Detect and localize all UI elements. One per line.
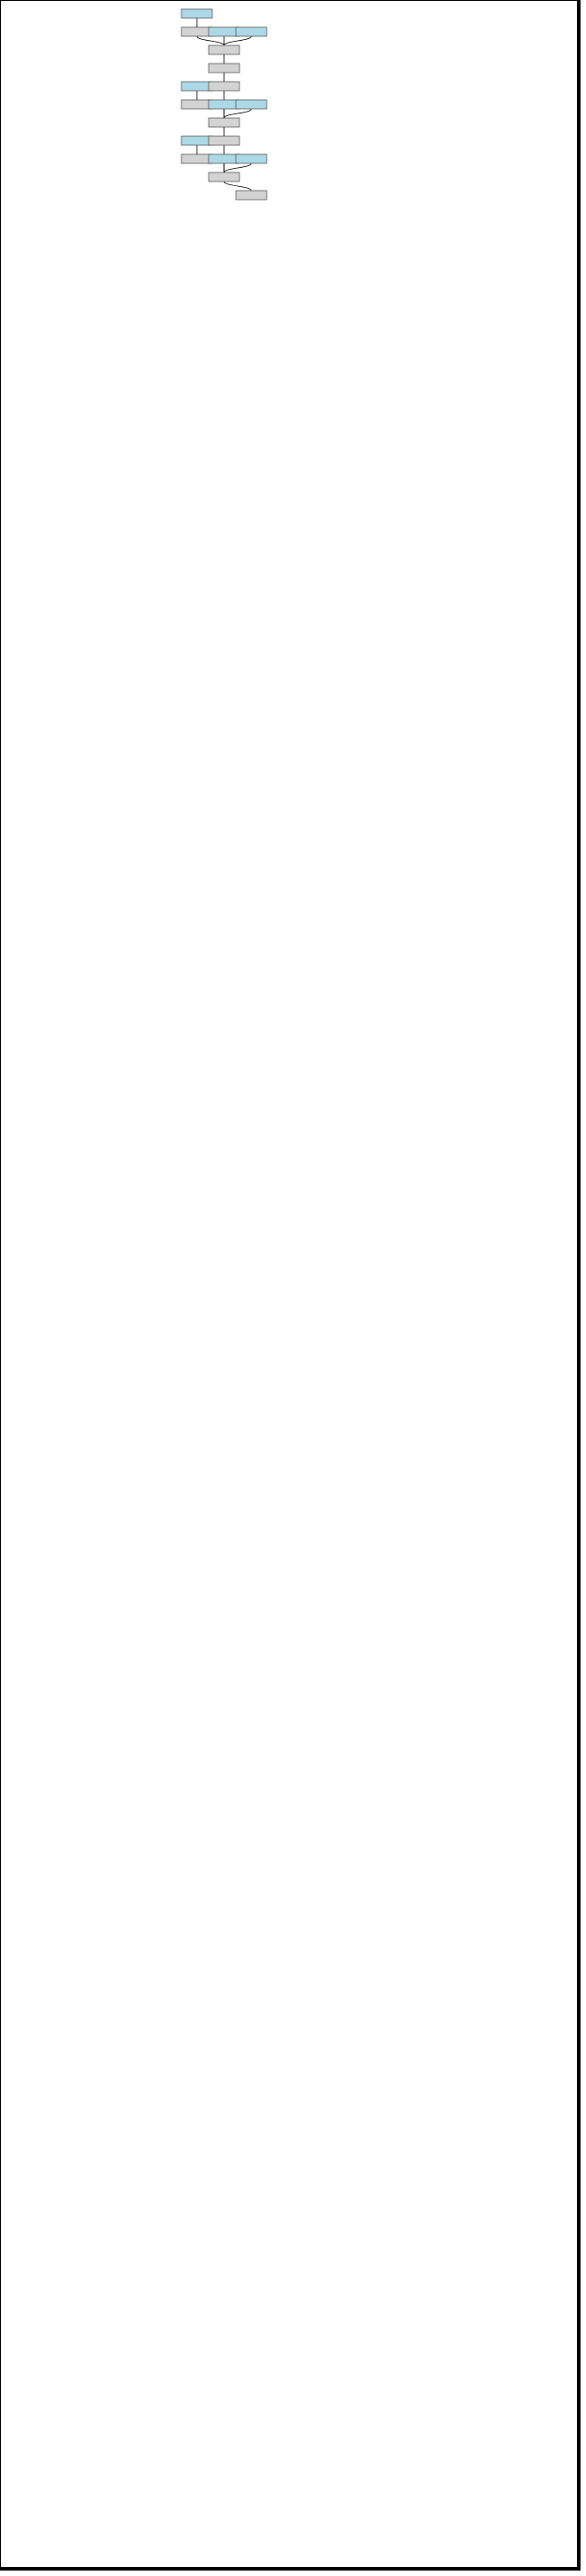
op-node-17: [208, 172, 240, 182]
node-box: [208, 26, 240, 37]
node-box: [235, 26, 268, 37]
node-box: [181, 8, 213, 19]
op-node-14: [181, 153, 213, 164]
op-node-4: [208, 44, 240, 55]
param-node-16: [235, 153, 268, 164]
node-box: [208, 44, 240, 55]
node-box: [208, 63, 240, 74]
node-box: [208, 117, 240, 128]
node-box: [235, 99, 268, 110]
op-node-1: [181, 26, 213, 37]
node-box: [208, 81, 240, 92]
param-node-2: [208, 26, 240, 37]
op-node-7: [208, 81, 240, 92]
edge-9: [223, 108, 252, 119]
param-node-15: [208, 153, 240, 164]
node-box: [208, 172, 240, 182]
op-node-8: [181, 99, 213, 110]
param-node-6: [181, 81, 213, 92]
edge-layer: [196, 18, 252, 192]
op-node-11: [208, 117, 240, 128]
param-node-12: [181, 135, 213, 146]
op-node-5: [208, 63, 240, 74]
node-layer: [181, 8, 268, 201]
op-node-18: [235, 190, 268, 201]
node-box: [208, 135, 240, 146]
node-box: [208, 153, 240, 164]
node-box: [181, 81, 213, 92]
param-node-10: [235, 99, 268, 110]
node-box: [181, 135, 213, 146]
op-node-13: [208, 135, 240, 146]
node-box: [235, 190, 268, 201]
edge-14: [223, 162, 252, 173]
param-node-3: [235, 26, 268, 37]
edge-1: [196, 35, 225, 46]
edge-3: [223, 35, 252, 46]
edge-15: [223, 181, 252, 192]
node-box: [208, 99, 240, 110]
node-box: [235, 153, 268, 164]
node-box: [181, 99, 213, 110]
param-node-0: [181, 8, 213, 19]
node-box: [181, 153, 213, 164]
node-box: [181, 26, 213, 37]
param-node-9: [208, 99, 240, 110]
